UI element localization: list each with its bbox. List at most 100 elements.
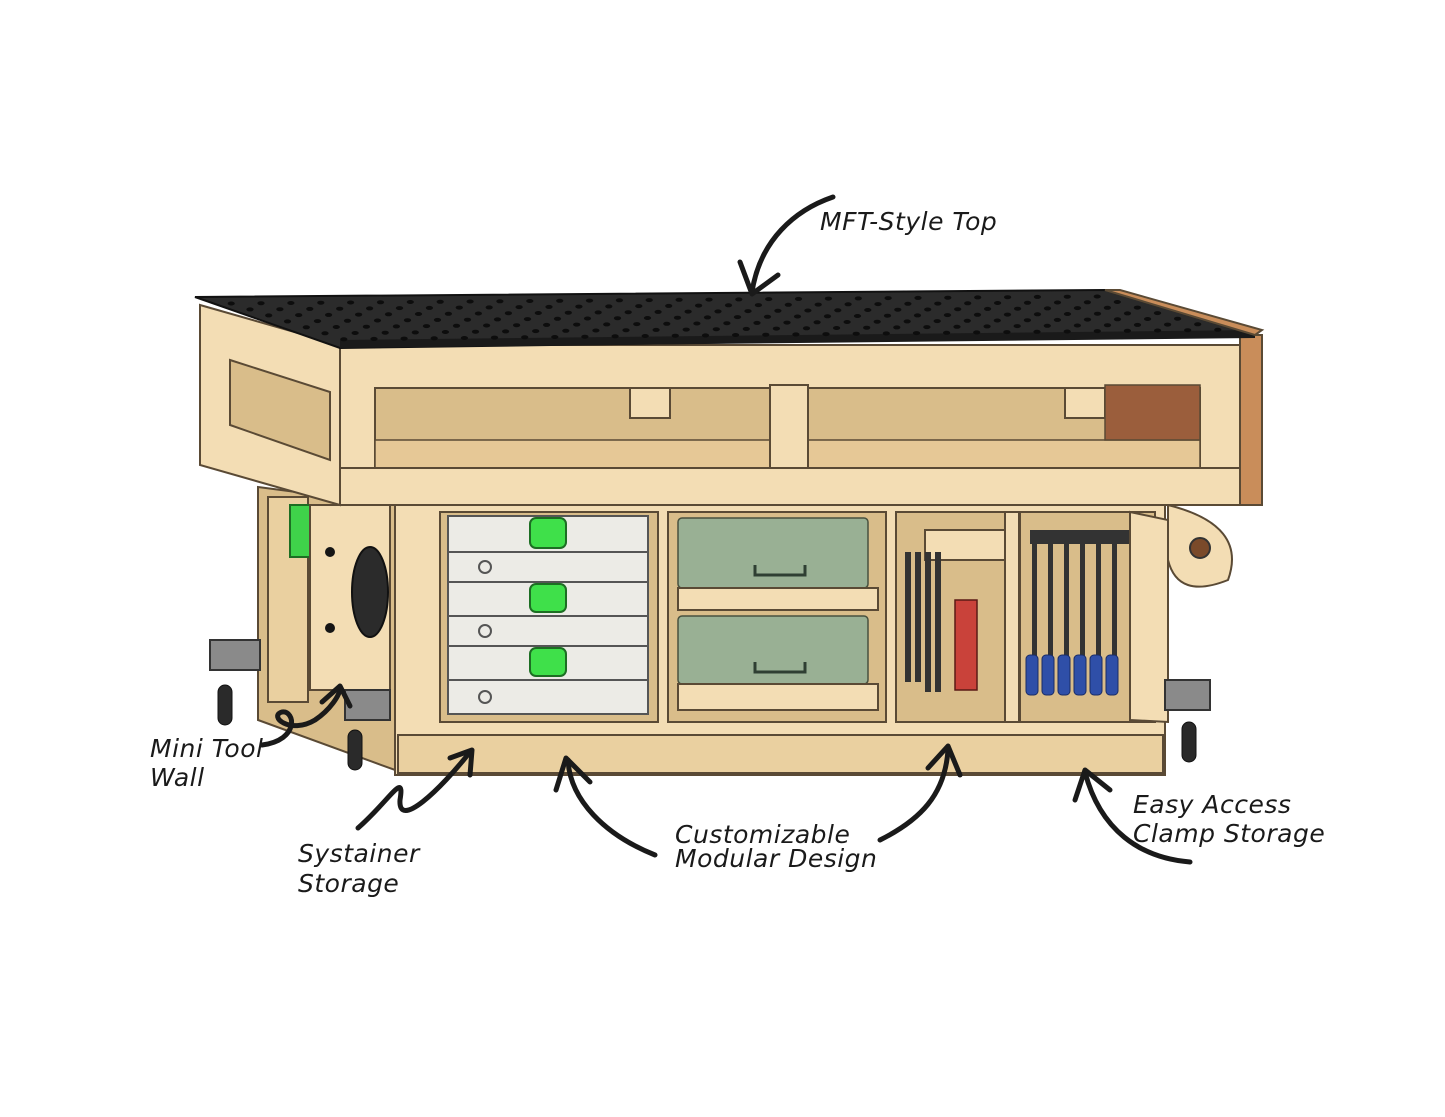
label-modular-line1: Customizable <box>675 820 850 849</box>
systainer-latch <box>529 583 567 613</box>
mft-hole <box>1053 317 1061 322</box>
storage-bin-bottom <box>677 615 869 685</box>
mft-hole <box>403 318 412 323</box>
mft-hole <box>325 312 333 317</box>
label-mini-tool-wall-line1: Mini Tool <box>150 734 263 763</box>
annotation-clamp-storage: Easy Access Clamp Storage <box>1072 767 1325 865</box>
mft-hole <box>1113 317 1122 322</box>
mft-hole <box>1083 317 1092 322</box>
cabinet-base-rail <box>397 734 1164 774</box>
mft-hole <box>1123 328 1131 333</box>
mft-hole <box>611 334 619 339</box>
arrowhead-mini-tool-wall <box>319 683 353 709</box>
mft-hole <box>1093 294 1101 299</box>
mft-hole <box>433 317 442 322</box>
arrowhead-systainer-storage <box>447 747 475 778</box>
mft-hole <box>1153 311 1162 316</box>
mft-hole <box>1043 306 1052 311</box>
mft-hole <box>1003 330 1011 335</box>
mft-hole <box>613 316 622 321</box>
red-clamp <box>954 599 978 691</box>
mft-hole <box>635 304 643 309</box>
mft-hole <box>783 320 791 325</box>
mft-hole <box>852 331 860 336</box>
mft-hole <box>526 299 534 303</box>
arrow-mini-tool-wall <box>259 685 343 748</box>
mft-hole <box>1033 294 1041 299</box>
mft-hole <box>984 306 992 311</box>
mft-hole <box>874 302 882 307</box>
mft-hole <box>652 327 660 332</box>
mft-hole <box>873 319 881 324</box>
mft-hole <box>490 335 499 340</box>
mft-hole <box>823 314 832 319</box>
mft-hole <box>400 336 408 341</box>
mft-hole <box>532 329 540 334</box>
mft-hole <box>723 321 731 326</box>
inner-shelf <box>374 439 771 469</box>
mft-hole <box>1063 294 1071 299</box>
mft-hole <box>321 331 329 336</box>
mft-hole <box>853 314 862 318</box>
mft-hole <box>671 333 679 338</box>
mft-hole <box>422 324 431 329</box>
mft-hole <box>543 322 551 327</box>
mft-hole <box>355 312 363 317</box>
mft-hole <box>1063 329 1071 334</box>
mft-hole <box>455 305 463 310</box>
mft-hole <box>496 299 504 304</box>
mft-hole <box>1103 323 1112 328</box>
mft-hole <box>765 297 773 302</box>
mft-hole <box>1063 312 1072 316</box>
annotation-mft-top: MFT-Style Top <box>737 194 997 297</box>
mft-hole <box>913 313 922 318</box>
mft-hole <box>675 297 683 302</box>
mft-hole <box>772 326 781 331</box>
mft-hole <box>824 296 833 301</box>
mft-hole <box>792 332 800 337</box>
mft-hole <box>483 323 491 328</box>
mft-hole <box>732 333 740 337</box>
mft-hole <box>553 316 562 321</box>
systainer-latch <box>529 517 567 549</box>
mft-hole <box>663 321 671 326</box>
mft-hole <box>1194 322 1202 327</box>
mft-hole <box>983 324 991 329</box>
mft-hole <box>883 313 892 318</box>
mft-top-edge <box>340 330 1255 348</box>
mft-hole <box>411 330 419 335</box>
mft-hole <box>654 309 662 314</box>
center-post <box>769 384 809 471</box>
mft-hole <box>332 325 340 329</box>
systainer-stack <box>447 515 649 715</box>
mft-hole <box>843 320 851 324</box>
annotations: MFT-Style Top Mini Tool Wall Systainer S… <box>150 194 1325 898</box>
systainer-latch <box>529 647 567 677</box>
mft-hole <box>283 319 292 324</box>
arrowhead-clamp-storage <box>1072 767 1113 803</box>
mft-hole <box>1053 300 1062 305</box>
systainer-knob <box>478 560 492 574</box>
mft-hole <box>1023 300 1032 305</box>
bin-handle <box>753 565 807 577</box>
mft-hole <box>605 304 613 309</box>
mft-hole <box>733 315 742 320</box>
mft-hole <box>1013 324 1021 329</box>
mft-hole <box>562 328 570 333</box>
mft-hole <box>302 325 310 330</box>
mft-hole <box>376 300 385 305</box>
side-hole <box>325 623 335 633</box>
mft-hole <box>1154 328 1162 333</box>
mft-hole <box>513 323 521 328</box>
mft-hole <box>1023 318 1031 323</box>
mft-hole <box>1184 328 1192 333</box>
mft-hole <box>973 330 981 335</box>
mft-hole <box>425 305 433 310</box>
mft-hole <box>452 323 461 328</box>
bin-handle <box>753 662 807 674</box>
mft-hole <box>556 298 564 303</box>
mft-hole <box>1113 300 1121 304</box>
mft-hole <box>884 296 892 301</box>
mft-hole <box>934 301 942 306</box>
mft-hole <box>366 306 374 311</box>
